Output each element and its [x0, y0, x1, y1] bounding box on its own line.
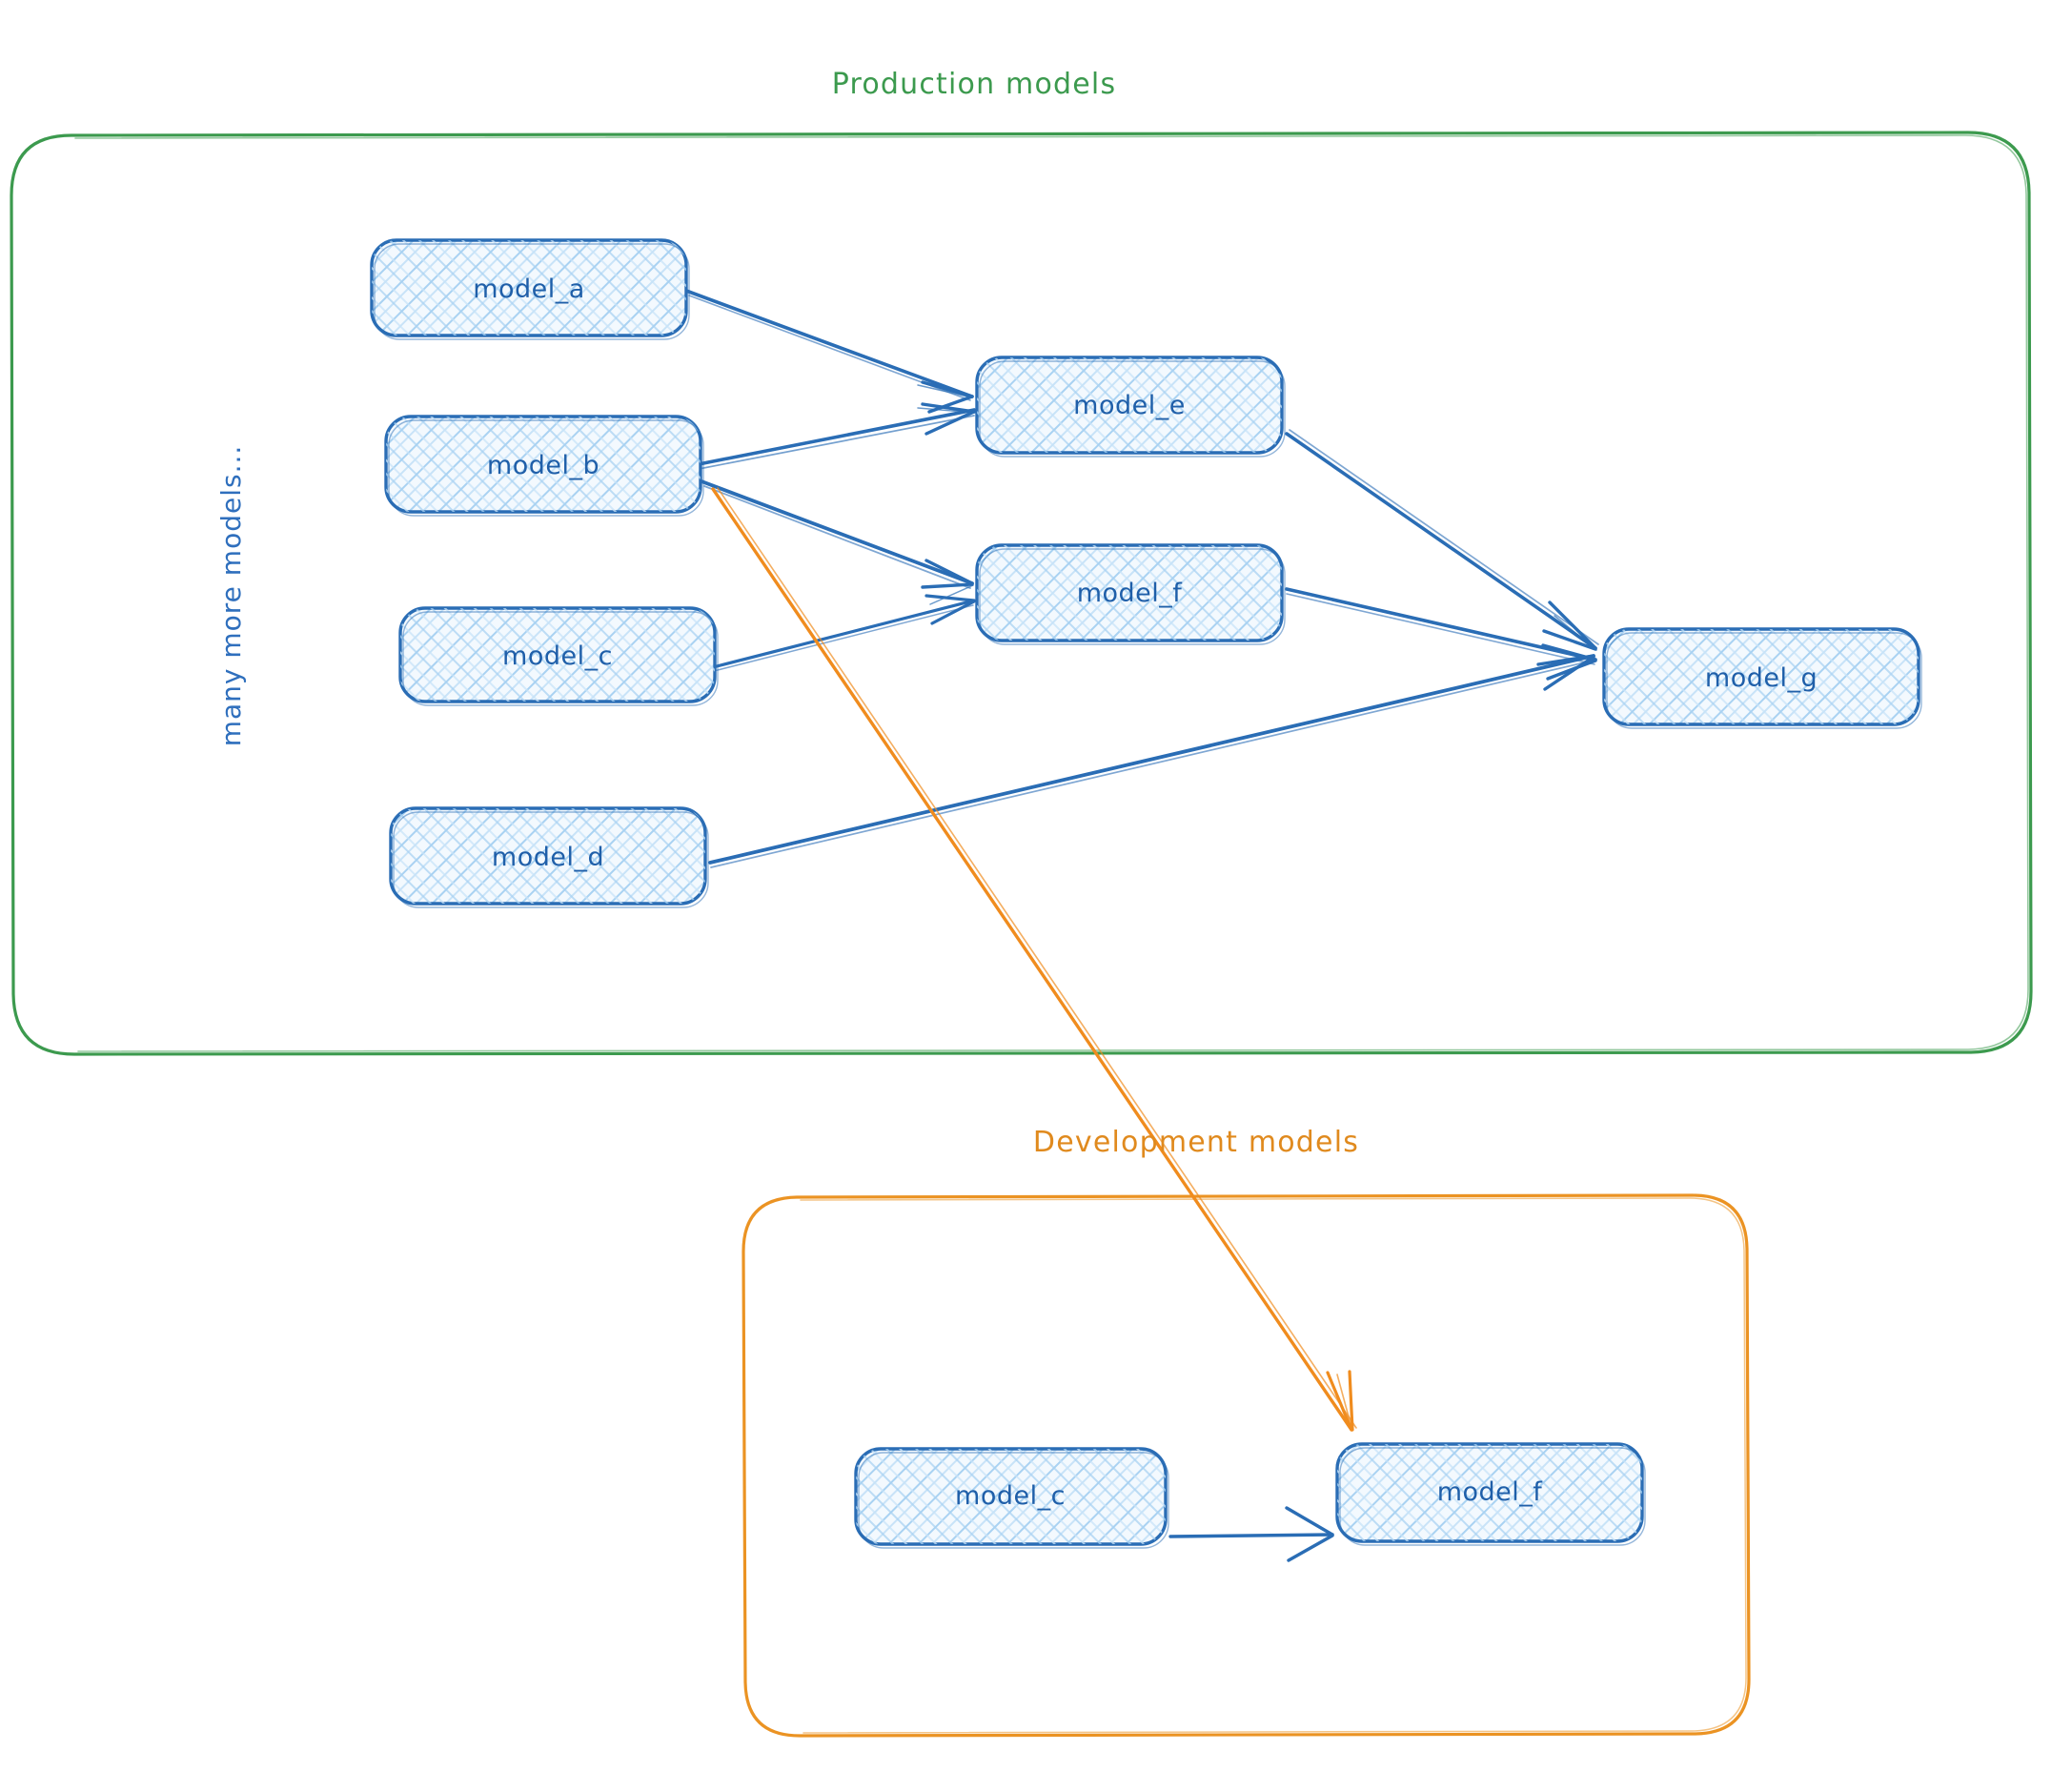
node-prod-model-f[interactable]: model_f — [975, 543, 1286, 645]
node-label: model_f — [1437, 1477, 1544, 1507]
node-label: model_g — [1705, 663, 1818, 693]
edge-model-d-to-model-g[interactable] — [708, 654, 1595, 868]
nodes-layer: model_a model_b model_c model_d — [370, 238, 1922, 1549]
node-prod-model-c[interactable]: model_c — [398, 606, 719, 706]
node-label: model_a — [473, 275, 585, 304]
node-label: model_c — [955, 1481, 1066, 1511]
production-side-note: many more models... — [215, 445, 247, 747]
development-group-title: Development models — [1033, 1126, 1359, 1159]
node-prod-model-g[interactable]: model_g — [1602, 627, 1922, 729]
edges-layer — [684, 289, 1599, 1562]
edge-model-f-to-model-g[interactable] — [1285, 587, 1597, 681]
edge-dev-model-c-to-dev-model-f[interactable] — [1168, 1506, 1334, 1562]
production-border-sketch — [74, 134, 2029, 1052]
node-dev-model-c[interactable]: model_c — [854, 1447, 1169, 1549]
edge-model-a-to-model-e[interactable] — [684, 289, 974, 414]
edge-model-e-to-model-g[interactable] — [1285, 429, 1599, 651]
edge-model-b-to-model-e[interactable] — [697, 402, 976, 470]
production-group-container[interactable] — [10, 131, 2033, 1056]
node-label: model_f — [1077, 579, 1184, 608]
production-border — [10, 131, 2033, 1056]
node-dev-model-f[interactable]: model_f — [1335, 1442, 1646, 1546]
node-prod-model-d[interactable]: model_d — [389, 806, 709, 908]
node-prod-model-e[interactable]: model_e — [975, 356, 1286, 458]
edge-prod-model-b-to-dev-model-f[interactable] — [711, 487, 1357, 1432]
node-label: model_d — [492, 843, 604, 872]
production-group-title: Production models — [832, 68, 1117, 101]
development-group-container[interactable] — [741, 1193, 1751, 1738]
edge-model-b-to-model-f[interactable] — [700, 479, 974, 605]
node-label: model_b — [487, 451, 599, 480]
node-label: model_c — [502, 641, 613, 671]
development-border — [741, 1193, 1751, 1738]
development-border-sketch — [800, 1197, 1747, 1734]
edge-model-c-to-model-f[interactable] — [711, 594, 976, 672]
node-prod-model-b[interactable]: model_b — [384, 415, 704, 517]
node-prod-model-a[interactable]: model_a — [370, 238, 690, 340]
node-label: model_e — [1073, 391, 1186, 420]
